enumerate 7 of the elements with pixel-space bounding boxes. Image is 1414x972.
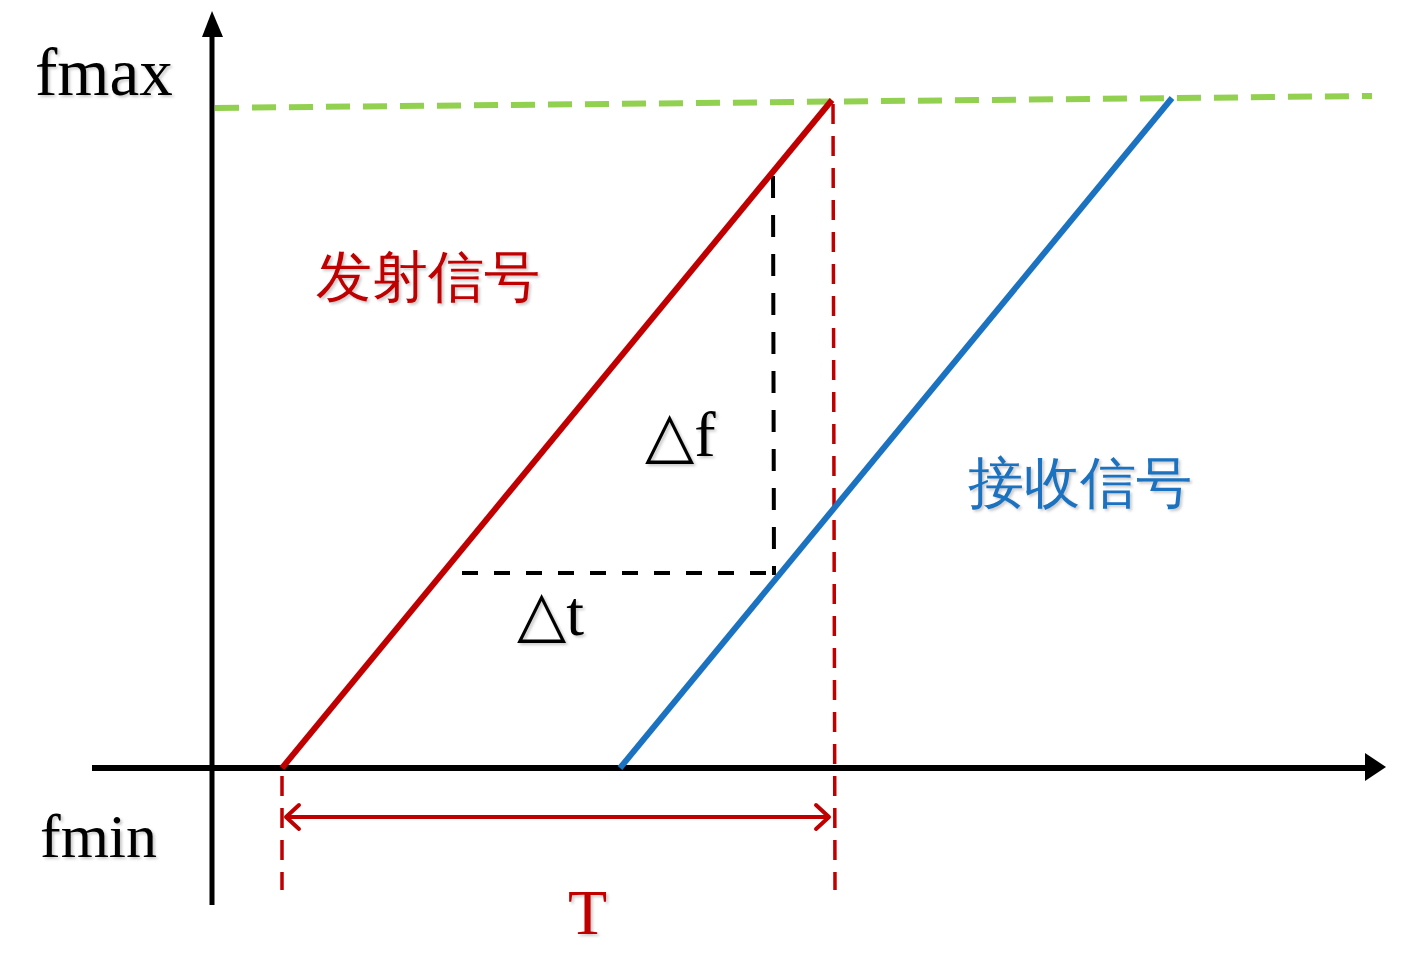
dimension-label: △t — [517, 582, 584, 646]
dimension-label: T — [568, 881, 608, 945]
signal-label: 发射信号 — [316, 249, 540, 305]
dimension-label: △f — [645, 403, 716, 467]
signal-label: 接收信号 — [968, 455, 1192, 511]
axis-label: fmin — [40, 805, 158, 867]
axis-label: fmax — [35, 39, 173, 106]
